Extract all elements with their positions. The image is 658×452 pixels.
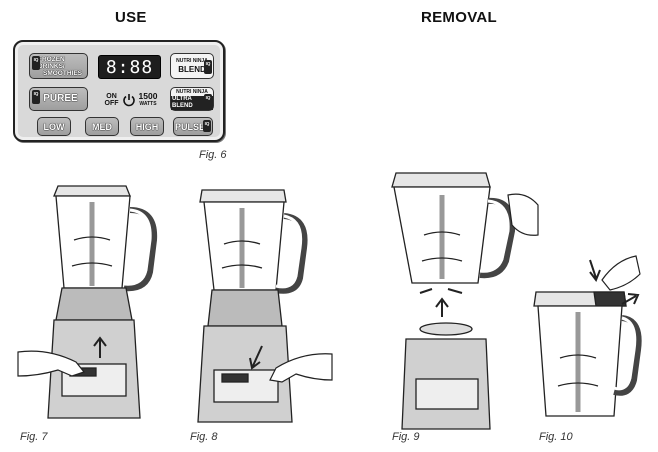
use-heading: USE	[115, 9, 147, 26]
fig7-caption: Fig. 7	[20, 431, 48, 443]
nutri-ninja-blend-button[interactable]: NUTRI NINJA BLEND IQ	[170, 53, 214, 79]
on-label: ON	[106, 93, 117, 100]
nutri-ninja-label: NUTRI NINJA	[176, 88, 208, 95]
control-panel: IQ FROZEN DRINKS/ SMOOTHIES 8:88 NUTRI N…	[13, 40, 225, 142]
nutri-ninja-label: NUTRI NINJA	[176, 57, 208, 64]
arrow-up-icon	[621, 293, 640, 305]
off-label: OFF	[104, 100, 119, 107]
arrow-up-icon	[435, 297, 449, 317]
fig8-caption: Fig. 8	[190, 431, 218, 443]
iq-badge: IQ	[204, 60, 212, 74]
fig9-jar-removal-illustration	[391, 172, 539, 430]
removal-heading: REMOVAL	[421, 9, 497, 26]
iq-badge: IQ	[32, 90, 40, 104]
pulse-button[interactable]: PULSE IQ	[173, 117, 213, 136]
iq-badge: IQ	[203, 120, 211, 132]
fig10-caption: Fig. 10	[539, 431, 573, 443]
med-label: MED	[92, 121, 112, 132]
smoothies-label: SMOOTHIES	[42, 69, 82, 77]
watts-value: 1500	[138, 91, 158, 101]
fig9-caption: Fig. 9	[392, 431, 420, 443]
iq-badge: IQ	[204, 94, 212, 108]
blend-label: BLEND	[178, 64, 206, 74]
high-label: HIGH	[135, 121, 159, 132]
hand-icon	[17, 350, 86, 377]
hand-icon	[507, 193, 539, 236]
puree-label: PUREE	[43, 93, 78, 104]
timer-display: 8:88	[98, 55, 161, 79]
ultra-blend-button[interactable]: NUTRI NINJA ULTRA BLEND IQ	[170, 87, 214, 111]
low-label: LOW	[43, 121, 65, 132]
puree-button[interactable]: IQ PUREE	[29, 87, 88, 111]
high-button[interactable]: HIGH	[130, 117, 164, 136]
arrow-down-icon	[249, 345, 263, 370]
hand-icon	[269, 353, 333, 383]
arrow-down-icon	[589, 259, 601, 283]
pulse-label: PULSE	[174, 121, 205, 132]
watts-unit: WATTS	[139, 101, 157, 107]
arrow-up-icon	[93, 336, 107, 358]
fig6-caption: Fig. 6	[199, 149, 227, 161]
low-button[interactable]: LOW	[37, 117, 71, 136]
fig10-lid-release-illustration	[533, 255, 642, 417]
hand-icon	[601, 255, 641, 291]
med-button[interactable]: MED	[85, 117, 119, 136]
ultra-blend-label: ULTRA BLEND	[171, 95, 213, 110]
iq-badge: IQ	[32, 56, 40, 70]
fig7-blender-illustration	[17, 185, 158, 419]
power-icon	[122, 94, 135, 107]
frozen-drinks-smoothies-button[interactable]: IQ FROZEN DRINKS/ SMOOTHIES	[29, 53, 88, 79]
frozen-drinks-label: FROZEN DRINKS/	[38, 55, 65, 70]
fig8-blender-illustration	[197, 189, 333, 423]
